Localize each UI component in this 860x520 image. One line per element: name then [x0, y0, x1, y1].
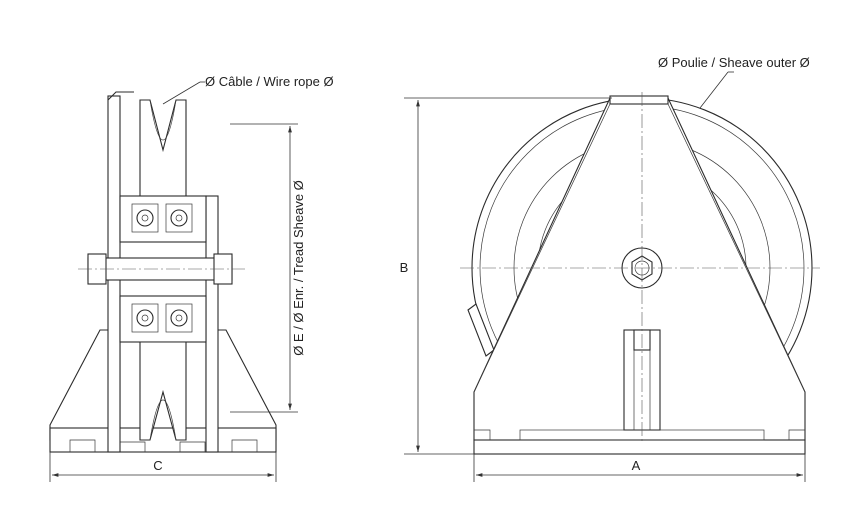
front-base-plate	[473, 439, 806, 455]
tread-diameter-label: Ø E / Ø Enr. / Tread Sheave Ø	[291, 180, 306, 356]
cable-leader	[162, 81, 201, 105]
front-view	[460, 71, 820, 455]
side-clip	[467, 303, 495, 357]
dimension-c	[49, 452, 277, 482]
side-view	[49, 81, 277, 453]
dimension-a	[473, 454, 806, 482]
sheave-outer-label: Ø Poulie / Sheave outer Ø	[658, 55, 810, 70]
lower-sheave	[139, 341, 187, 441]
upper-bearings	[131, 203, 193, 233]
lower-sheave-groove	[149, 399, 177, 441]
outer-leader	[699, 71, 729, 109]
side-base-slots	[69, 439, 258, 452]
lower-bearing-housing	[119, 295, 207, 343]
front-frame-inner	[473, 103, 806, 393]
lower-bearings	[131, 303, 193, 333]
dimension-b	[404, 97, 612, 455]
side-frame-right	[205, 195, 219, 453]
front-base-feet	[474, 429, 805, 440]
front-top-plate	[609, 95, 669, 105]
cable-diameter-label: Ø Câble / Wire rope Ø	[205, 74, 334, 89]
side-frame-hook	[107, 91, 134, 101]
tread-dimension	[230, 123, 298, 413]
dim-b-label: B	[400, 260, 409, 275]
dim-a-label: A	[632, 458, 641, 473]
upper-sheave	[139, 99, 187, 201]
dim-c-label: C	[153, 458, 162, 473]
upper-sheave-groove	[149, 99, 177, 141]
upper-bearing-housing	[119, 195, 207, 243]
